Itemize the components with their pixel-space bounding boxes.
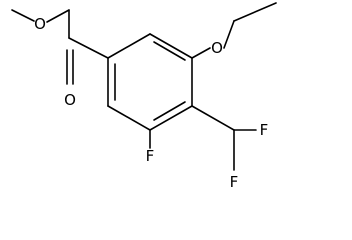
ester-oxygen-label: O bbox=[34, 15, 46, 33]
ring-ether-o-bond bbox=[191, 47, 211, 59]
ring-bond-1 bbox=[107, 33, 151, 59]
ring-bond-5 bbox=[107, 105, 151, 131]
molecule-structure: O O O F F F bbox=[11, 2, 277, 191]
ethoxy-group bbox=[191, 2, 277, 59]
ring-bond-4 bbox=[149, 105, 193, 131]
methyl-ester-group bbox=[11, 9, 109, 85]
ring-bond-2 bbox=[149, 33, 193, 59]
ester-o-carbonyl-bond bbox=[46, 9, 70, 23]
ether-o-ch2-bond bbox=[223, 20, 235, 49]
methyl-o-bond bbox=[11, 9, 35, 22]
chf2-fluorine-1-label: F bbox=[260, 121, 269, 139]
ring-inner-double-2 bbox=[153, 101, 186, 121]
carbonyl-c-ring-bond bbox=[68, 37, 109, 59]
ch2-ch3-bond bbox=[233, 2, 277, 22]
ring-chf2-bond bbox=[191, 105, 235, 131]
difluoromethyl-group bbox=[191, 105, 257, 171]
ring-fluorine-label: F bbox=[146, 147, 155, 165]
benzene-ring bbox=[107, 33, 193, 131]
chf2-fluorine-2-label: F bbox=[230, 173, 239, 191]
ether-oxygen-label: O bbox=[211, 39, 223, 57]
ring-inner-double-1 bbox=[153, 41, 186, 61]
carbonyl-oxygen-label: O bbox=[64, 91, 76, 109]
